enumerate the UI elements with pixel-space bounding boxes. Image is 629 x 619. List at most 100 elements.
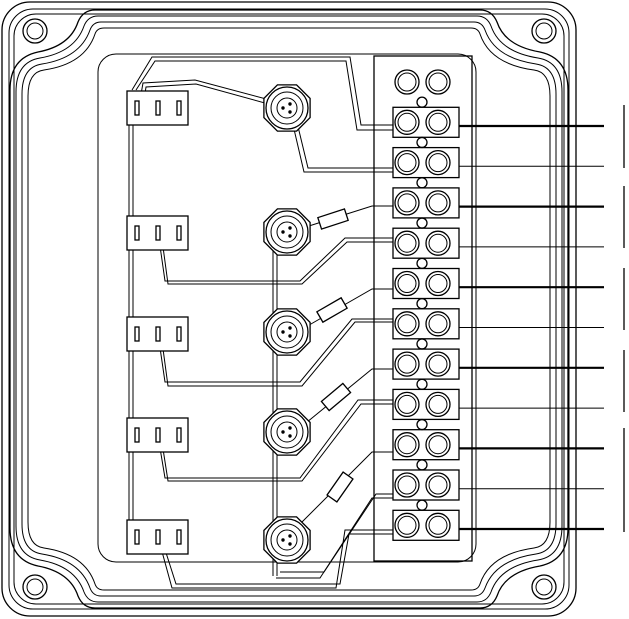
resistor-2 — [317, 298, 347, 322]
terminal-screw-inner — [398, 234, 416, 252]
terminal-screw-inner — [398, 154, 416, 172]
terminal-screw — [426, 151, 450, 175]
mounting-hole-top-right — [532, 19, 556, 43]
terminal-screw — [426, 473, 450, 497]
terminal-row — [393, 510, 459, 540]
connector-pin — [288, 542, 291, 545]
terminal-screw — [395, 231, 419, 255]
connector-pin — [288, 426, 291, 429]
connector-3 — [264, 309, 310, 355]
terminal-screw — [395, 151, 419, 175]
terminal-screw — [426, 352, 450, 376]
switch-body — [127, 418, 188, 452]
terminal-row — [393, 309, 459, 349]
terminal-row — [393, 228, 459, 268]
terminal-row — [393, 470, 459, 510]
connector-pin — [288, 434, 291, 437]
terminal-screw-inner — [429, 234, 447, 252]
terminal-screw-inner — [429, 275, 447, 293]
terminal-row — [393, 349, 459, 389]
terminal-screw-inner — [398, 476, 416, 494]
terminal-separator-dot — [417, 218, 427, 228]
terminal-separator-dot — [417, 258, 427, 268]
terminal-screw — [426, 231, 450, 255]
connector-pin — [281, 230, 284, 233]
terminal-screw-inner — [429, 154, 447, 172]
connector-pin — [281, 106, 284, 109]
terminal-screw-inner — [429, 476, 447, 494]
terminal-separator-dot — [417, 97, 427, 107]
terminal-row — [393, 188, 459, 228]
terminal-screw — [395, 392, 419, 416]
terminal-block — [374, 56, 472, 561]
terminal-screw — [426, 272, 450, 296]
terminal-screw-inner — [429, 516, 447, 534]
terminal-screw-inner — [398, 73, 416, 91]
terminal-screw-inner — [398, 113, 416, 131]
terminal-separator-dot — [417, 379, 427, 389]
terminal-screw-inner — [429, 395, 447, 413]
connector-pin — [281, 430, 284, 433]
terminal-screw-inner — [398, 275, 416, 293]
terminal-screw — [426, 110, 450, 134]
terminal-screw — [395, 312, 419, 336]
switch-body — [127, 216, 188, 250]
terminal-screw — [395, 110, 419, 134]
terminal-screw — [426, 392, 450, 416]
terminal-screw — [426, 433, 450, 457]
terminal-screw-inner — [398, 315, 416, 333]
switch-1 — [127, 91, 188, 125]
terminal-screw — [426, 191, 450, 215]
switch-body — [127, 520, 188, 554]
connector-pin — [288, 326, 291, 329]
connector-pin — [288, 226, 291, 229]
connector-4 — [264, 409, 310, 455]
terminal-row — [393, 107, 459, 147]
terminal-screw — [395, 70, 419, 94]
terminal-screw-inner — [398, 395, 416, 413]
connector-1 — [264, 85, 310, 131]
connector-pin — [288, 102, 291, 105]
mounting-hole-bottom-right — [532, 575, 556, 599]
connectors — [264, 85, 310, 563]
terminal-screw — [395, 352, 419, 376]
terminal-screw-inner — [429, 315, 447, 333]
connector-pin — [281, 538, 284, 541]
terminal-screw — [426, 70, 450, 94]
switch-3 — [127, 317, 188, 351]
terminal-row — [393, 430, 459, 470]
terminal-row — [393, 269, 459, 309]
terminal-screw-inner — [429, 194, 447, 212]
mounting-hole-bottom-left — [23, 575, 47, 599]
terminal-screw-inner — [429, 436, 447, 454]
terminal-separator-dot — [417, 178, 427, 188]
connector-pin — [288, 234, 291, 237]
terminal-separator-dot — [417, 339, 427, 349]
connector-pin — [288, 334, 291, 337]
terminal-screw — [395, 272, 419, 296]
switch-5 — [127, 520, 188, 554]
terminal-separator-dot — [417, 299, 427, 309]
terminal-screw-inner — [429, 355, 447, 373]
switch-2 — [127, 216, 188, 250]
terminal-screw-inner — [398, 355, 416, 373]
terminal-screw-inner — [398, 194, 416, 212]
connector-2 — [264, 209, 310, 255]
terminal-row — [395, 70, 450, 107]
connector-pin — [281, 330, 284, 333]
resistor-3 — [321, 383, 350, 410]
switch-body — [127, 91, 188, 125]
terminal-screw — [426, 513, 450, 537]
terminal-separator-dot — [417, 137, 427, 147]
terminal-screw-inner — [429, 73, 447, 91]
terminal-separator-dot — [417, 460, 427, 470]
connector-5 — [264, 517, 310, 563]
connector-pin — [288, 110, 291, 113]
terminal-screw-inner — [429, 113, 447, 131]
terminal-screw-inner — [398, 516, 416, 534]
resistor-4 — [327, 472, 353, 502]
terminal-screw — [395, 433, 419, 457]
connector-pin — [288, 534, 291, 537]
